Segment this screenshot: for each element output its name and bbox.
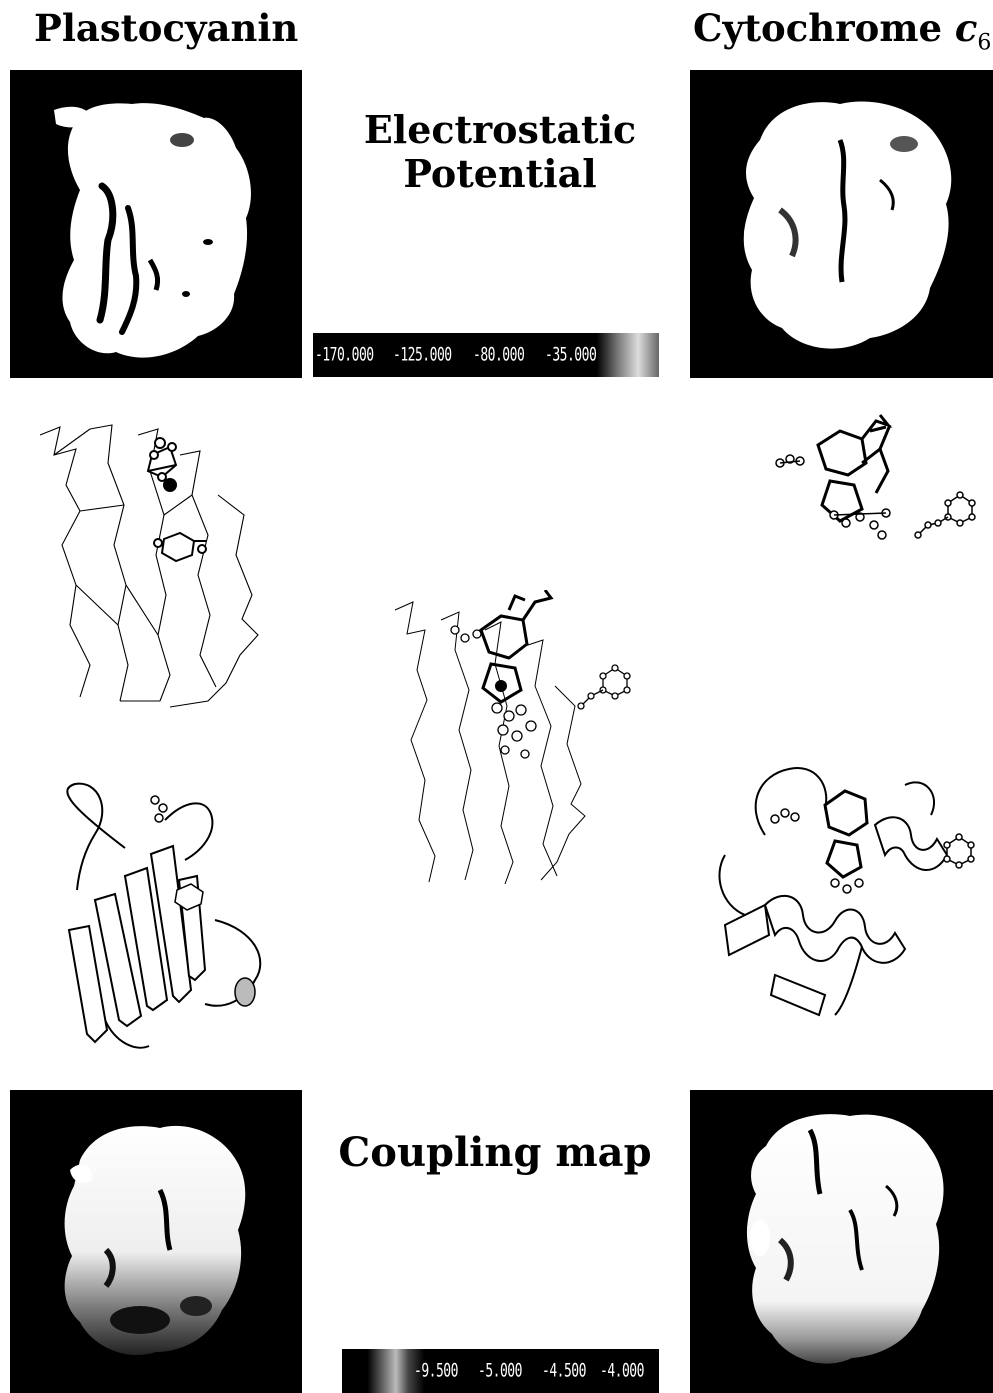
coupling-scale-tick: -4.000 <box>600 1360 644 1382</box>
electrostatic-scale-tick: -125.000 <box>393 344 452 366</box>
coupling-scale-bar: -9.500 -5.000 -4.500 -4.000 <box>342 1349 659 1393</box>
docked-complex-trace <box>385 590 650 890</box>
electrostatic-heading-line2: Potential <box>330 152 670 196</box>
electrostatic-heading-line1: Electrostatic <box>330 108 670 152</box>
coupling-scale-tick: -4.500 <box>542 1360 586 1382</box>
electrostatic-scale-bar: -170.000 -125.000 -80.000 -35.000 <box>313 333 659 377</box>
electrostatic-scale-tick: -80.000 <box>473 344 524 366</box>
cytochrome-title-subscript: 6 <box>977 30 991 55</box>
coupling-scale-tick: -5.000 <box>478 1360 522 1382</box>
cytochrome-coupling-surface <box>690 1090 993 1393</box>
cytochrome-ribbon <box>705 755 990 1040</box>
coupling-scale-tick: -9.500 <box>414 1360 458 1382</box>
cytochrome-title-text: Cytochrome <box>693 6 955 50</box>
electrostatic-heading: Electrostatic Potential <box>330 108 670 195</box>
cytochrome-electrostatic-surface <box>690 70 993 378</box>
cytochrome-title-italic: c <box>955 6 978 50</box>
plastocyanin-backbone-trace <box>30 415 270 715</box>
plastocyanin-title: Plastocyanin <box>34 10 298 47</box>
electrostatic-scale-tick: -170.000 <box>315 344 374 366</box>
cytochrome-title: Cytochrome c6 <box>693 10 991 54</box>
plastocyanin-ribbon <box>55 780 285 1055</box>
coupling-heading: Coupling map <box>320 1130 670 1176</box>
plastocyanin-coupling-surface <box>10 1090 302 1393</box>
plastocyanin-electrostatic-surface <box>10 70 302 378</box>
electrostatic-scale-tick: -35.000 <box>545 344 596 366</box>
cytochrome-heme-group <box>770 405 993 575</box>
